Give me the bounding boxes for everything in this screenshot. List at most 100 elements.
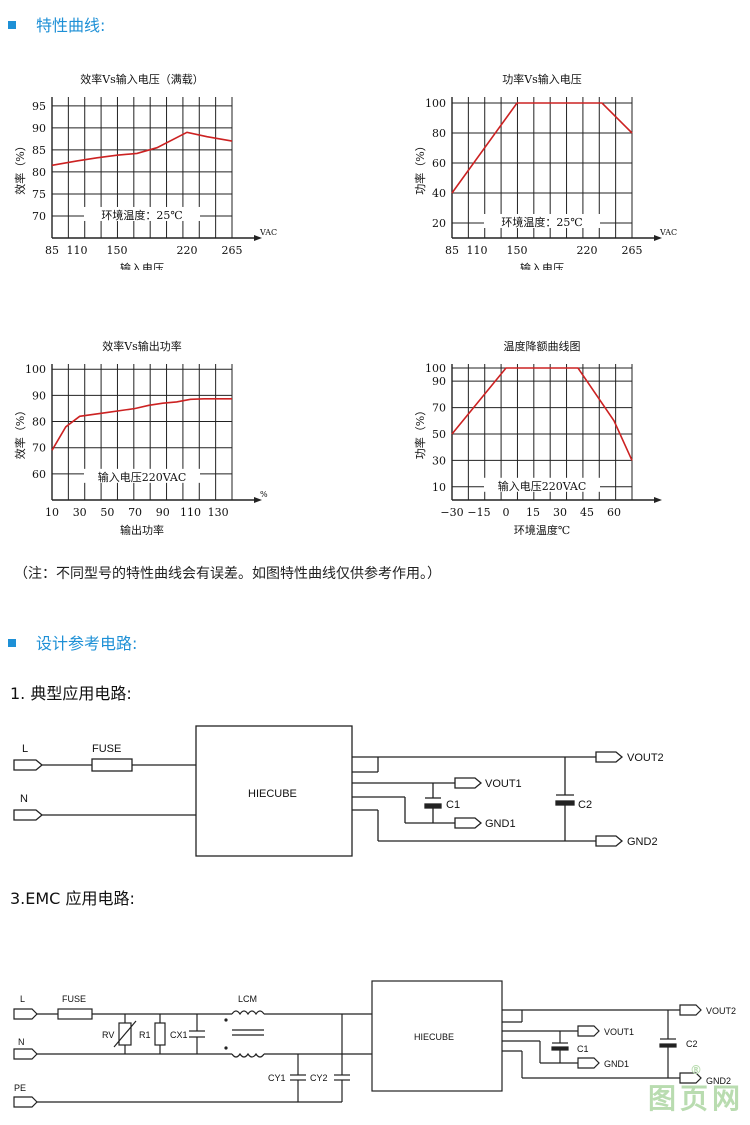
x-tick-label: 15 xyxy=(526,506,540,519)
y-axis-title: 功率（%） xyxy=(413,140,427,194)
y-tick-label: 20 xyxy=(432,217,446,230)
x-axis-title: 环境温度℃ xyxy=(514,523,570,535)
annotation-background xyxy=(84,206,200,221)
y-tick-label: 80 xyxy=(32,416,46,429)
y-axis-title: 效率（%） xyxy=(13,405,27,459)
label-cx1: CX1 xyxy=(170,1030,188,1040)
x-tick-label: 110 xyxy=(467,244,488,257)
y-tick-label: 70 xyxy=(32,442,46,455)
terminal-gnd2 xyxy=(679,1072,702,1084)
x-tick-label: 45 xyxy=(580,506,594,519)
annotation-background xyxy=(484,214,600,228)
y-tick-label: 70 xyxy=(32,210,46,223)
x-unit-label: % xyxy=(260,490,268,499)
label-c2: C2 xyxy=(578,799,592,811)
section-characteristic-curves: 特性曲线: xyxy=(8,12,105,36)
label-vout2: VOUT2 xyxy=(706,1006,736,1016)
label-cy2: CY2 xyxy=(310,1073,328,1083)
terminal-vout1 xyxy=(577,1025,600,1037)
x-tick-label: 0 xyxy=(503,506,510,519)
label-fuse: FUSE xyxy=(92,743,121,755)
x-tick-label: 70 xyxy=(128,506,142,519)
curves-note: （注：不同型号的特性曲线会有误差。如图特性曲线仅供参考作用。） xyxy=(14,566,441,582)
terminal-vout1 xyxy=(454,777,483,789)
module-box xyxy=(371,980,503,1092)
chart-annotation: 输入电压220VAC xyxy=(498,479,587,493)
label-fuse: FUSE xyxy=(62,994,86,1004)
y-axis-title: 效率（%） xyxy=(13,140,27,194)
y-tick-label: 10 xyxy=(432,481,446,494)
annotation-background xyxy=(484,477,600,492)
y-tick-label: 80 xyxy=(32,166,46,179)
x-axis-title: 输入电压 xyxy=(520,261,564,270)
y-tick-label: 80 xyxy=(432,127,446,140)
label-module: HIECUBE xyxy=(414,1032,454,1042)
fuse xyxy=(57,1008,93,1020)
bullet-square xyxy=(8,638,16,647)
x-tick-label: 60 xyxy=(607,506,621,519)
chart-title: 效率Vs输入电压（满载） xyxy=(80,72,204,86)
label-vout2: VOUT2 xyxy=(627,752,664,764)
bullet-square xyxy=(8,20,16,29)
terminal-gnd1 xyxy=(454,817,483,829)
chart-annotation: 输入电压220VAC xyxy=(98,470,187,484)
y-tick-label: 30 xyxy=(432,454,446,467)
module-box xyxy=(195,725,353,857)
x-tick-label: 30 xyxy=(73,506,87,519)
terminal-gnd2 xyxy=(595,835,624,847)
terminal-L xyxy=(13,759,44,771)
label-vout1: VOUT1 xyxy=(485,778,522,790)
label-L: L xyxy=(22,743,28,755)
section-title: 设计参考电路: xyxy=(36,634,138,653)
x-tick-label: 220 xyxy=(177,244,198,257)
chart-title: 功率Vs输入电压 xyxy=(502,72,582,86)
label-L: L xyxy=(20,994,25,1004)
x-tick-label: 85 xyxy=(45,244,59,257)
x-axis-arrow xyxy=(254,235,262,241)
y-tick-label: 100 xyxy=(425,362,446,375)
terminal-vout2 xyxy=(679,1004,702,1016)
x-tick-label: 150 xyxy=(507,244,528,257)
x-tick-label: 220 xyxy=(577,244,598,257)
x-axis-arrow xyxy=(654,497,662,503)
label-r1: R1 xyxy=(139,1030,151,1040)
fuse xyxy=(91,758,133,772)
terminal-N xyxy=(13,809,44,821)
y-tick-label: 95 xyxy=(32,100,46,113)
label-rv: RV xyxy=(102,1030,114,1040)
y-tick-label: 90 xyxy=(432,375,446,388)
x-unit-label: VAC xyxy=(259,228,277,237)
section-design-reference: 设计参考电路: xyxy=(8,630,137,654)
terminal-vout2 xyxy=(595,751,624,763)
label-c1: C1 xyxy=(446,799,460,811)
label-gnd2: GND2 xyxy=(706,1076,731,1086)
x-tick-label: 30 xyxy=(553,506,567,519)
x-axis-title: 输出功率 xyxy=(120,523,164,535)
emc-application-circuit: L N PE FUSE RV R1 CX1 LCM CY1 CY2 HIECUB… xyxy=(13,980,736,1108)
series-line xyxy=(51,398,232,451)
annotation-background xyxy=(84,468,200,483)
registered-mark: ® xyxy=(690,1063,702,1077)
y-tick-label: 75 xyxy=(32,188,46,201)
label-gnd1: GND1 xyxy=(485,818,516,830)
x-tick-label: 50 xyxy=(100,506,114,519)
y-tick-label: 85 xyxy=(32,144,46,157)
y-tick-label: 70 xyxy=(432,402,446,415)
y-tick-label: 90 xyxy=(32,122,46,135)
terminal-gnd1 xyxy=(577,1057,600,1069)
label-cy1: CY1 xyxy=(268,1073,286,1083)
label-module: HIECUBE xyxy=(248,788,297,800)
y-tick-label: 50 xyxy=(432,428,446,441)
y-tick-label: 60 xyxy=(432,157,446,170)
watermark-logo: ®图页网 xyxy=(648,1063,744,1117)
series-line xyxy=(51,131,233,167)
x-tick-label: −30 xyxy=(440,506,463,519)
series-line xyxy=(451,102,633,194)
label-gnd1: GND1 xyxy=(604,1059,629,1069)
label-vout1: VOUT1 xyxy=(604,1027,634,1037)
x-tick-label: 110 xyxy=(67,244,88,257)
chart-title: 效率Vs输出功率 xyxy=(102,339,182,353)
